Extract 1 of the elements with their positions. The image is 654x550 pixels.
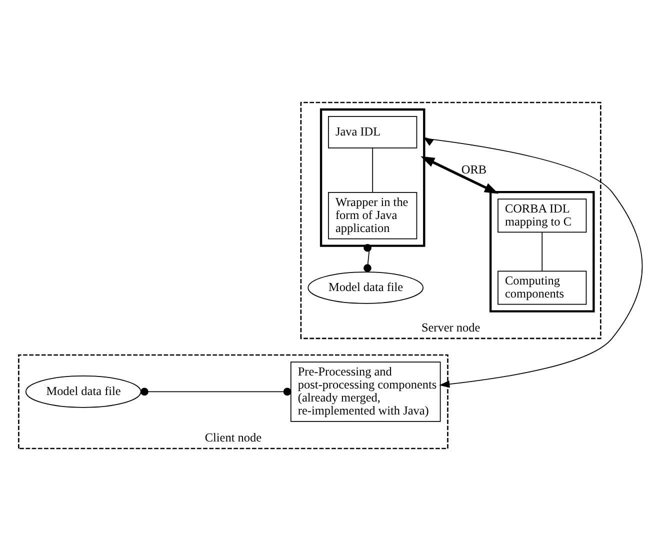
edge-label: ORB <box>461 162 487 176</box>
